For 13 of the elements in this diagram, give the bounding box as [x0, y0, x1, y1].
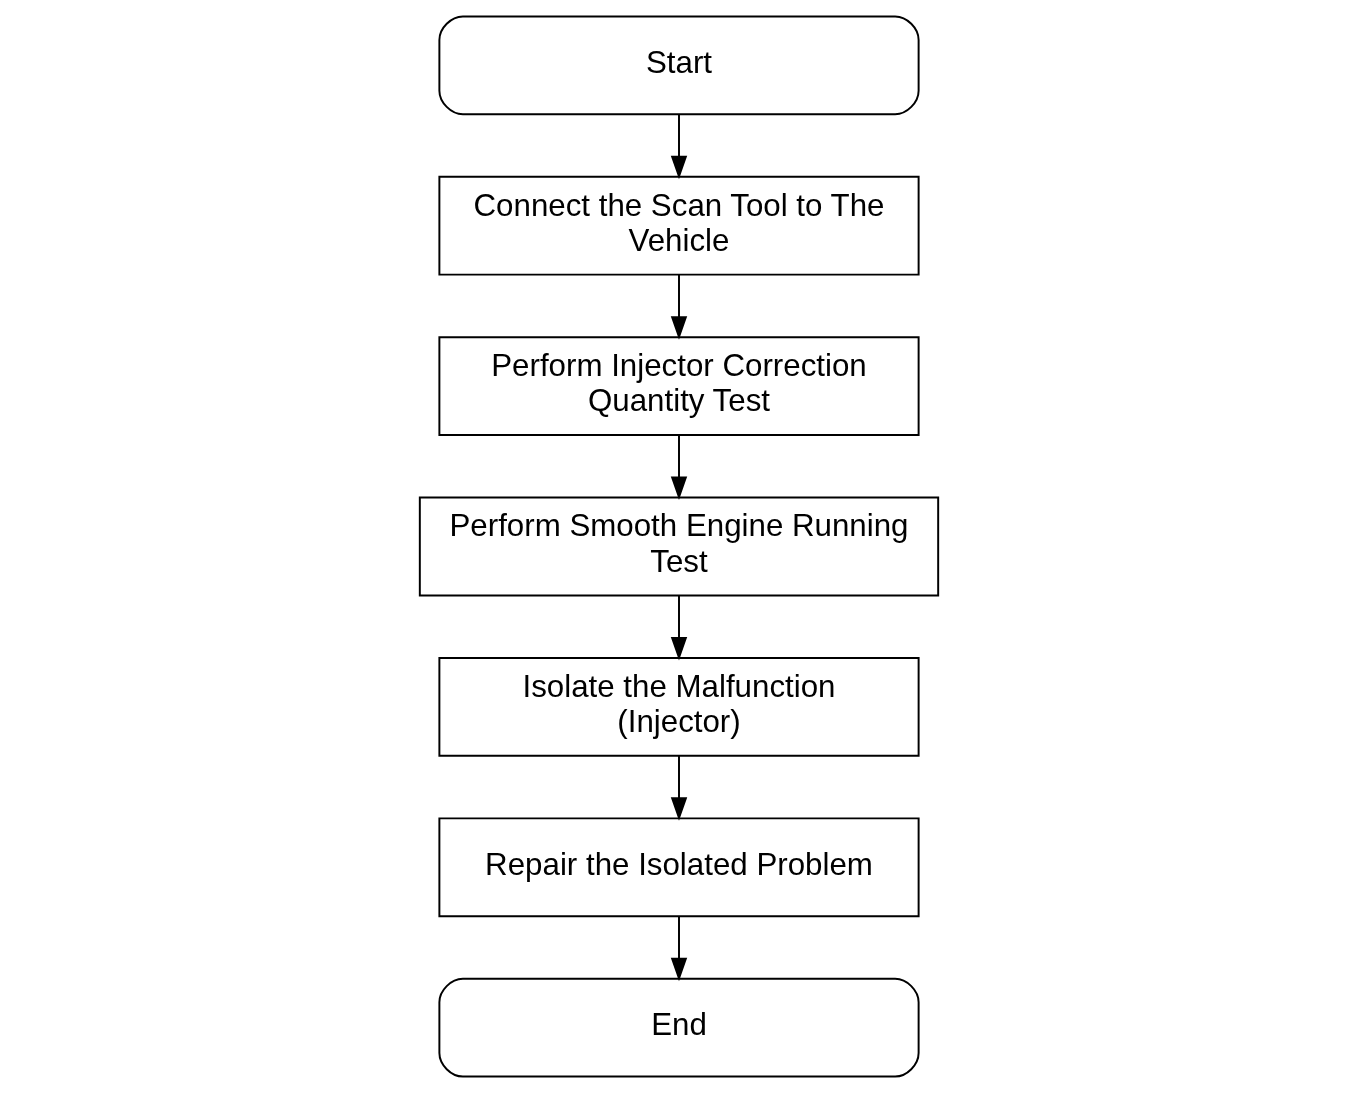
arrow: [670, 754, 687, 821]
node-box: Perform Smooth Engine Running Test: [418, 496, 939, 597]
node-box: Start: [437, 15, 920, 116]
arrow: [670, 113, 687, 180]
arrow: [670, 434, 687, 501]
node-box: Perform Injector Correction Quantity Test: [437, 336, 920, 436]
arrow: [670, 273, 687, 340]
arrow: [670, 594, 687, 661]
node-box: Repair the Isolated Problem: [437, 817, 920, 918]
node-box: Connect the Scan Tool to The Vehicle: [437, 175, 920, 276]
node-box: Isolate the Malfunction (Injector): [437, 657, 920, 757]
node-box: End: [437, 977, 920, 1078]
arrow: [670, 915, 687, 982]
